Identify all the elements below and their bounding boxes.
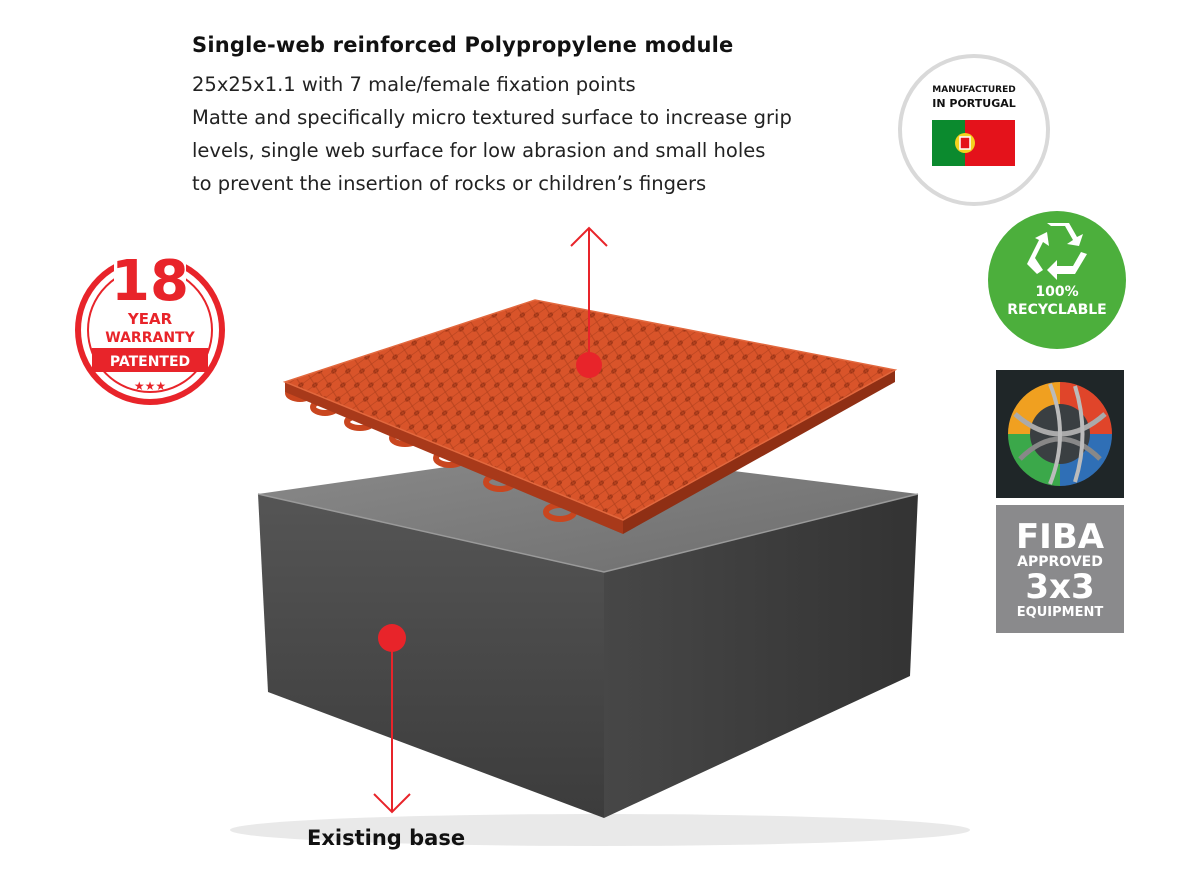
description-line: to prevent the insertion of rocks or chi… (192, 172, 707, 195)
description-line: 25x25x1.1 with 7 male/female fixation po… (192, 73, 636, 96)
tile-callout-arrow (570, 226, 608, 378)
tile-edge-left (285, 382, 623, 534)
tile-edge-right (623, 370, 895, 534)
warranty-stars-icon: ★★★ (134, 379, 166, 393)
module-description: 25x25x1.1 with 7 male/female fixation po… (192, 68, 892, 200)
module-title: Single-web reinforced Polypropylene modu… (192, 33, 734, 57)
polypropylene-tile-module (282, 299, 898, 534)
base-left-face (258, 494, 604, 818)
tile-callout-dot (576, 352, 602, 378)
warranty-stamp-badge: 18 YEAR WARRANTY PATENTED ★★★ (75, 244, 225, 405)
base-callout-dot (378, 624, 406, 652)
recyclable-percent: 100% (1035, 284, 1078, 300)
warranty-patented: PATENTED (110, 354, 190, 370)
tile-top-surface (285, 300, 895, 520)
recyclable-badge: 100% RECYCLABLE (988, 211, 1126, 349)
portugal-badge: MANUFACTURED IN PORTUGAL (898, 54, 1050, 206)
fiba-approved: APPROVED (1017, 554, 1103, 570)
warranty-year: YEAR (127, 310, 173, 328)
base-right-face (604, 494, 918, 818)
warranty-number: 18 (111, 249, 189, 314)
fiba-3x3: 3x3 (1025, 567, 1094, 607)
portugal-line2: IN PORTUGAL (932, 97, 1016, 110)
fiba-title: FIBA (1016, 517, 1105, 557)
recyclable-label: RECYCLABLE (1007, 302, 1106, 318)
existing-base-label: Existing base (307, 826, 466, 850)
base-callout-arrow (373, 624, 411, 814)
description-line: levels, single web surface for low abras… (192, 139, 766, 162)
recycle-icon (1027, 223, 1087, 280)
warranty-label: WARRANTY (105, 330, 195, 346)
fiba-equipment: EQUIPMENT (1017, 605, 1104, 620)
portugal-flag-icon (932, 120, 1015, 166)
fiba-logo-tile (996, 370, 1124, 498)
basketball-logo-icon (1008, 382, 1112, 486)
fiba-approved-badge: FIBA APPROVED 3x3 EQUIPMENT (996, 505, 1124, 633)
description-line: Matte and specifically micro textured su… (192, 106, 792, 129)
portugal-line1: MANUFACTURED (932, 85, 1015, 95)
